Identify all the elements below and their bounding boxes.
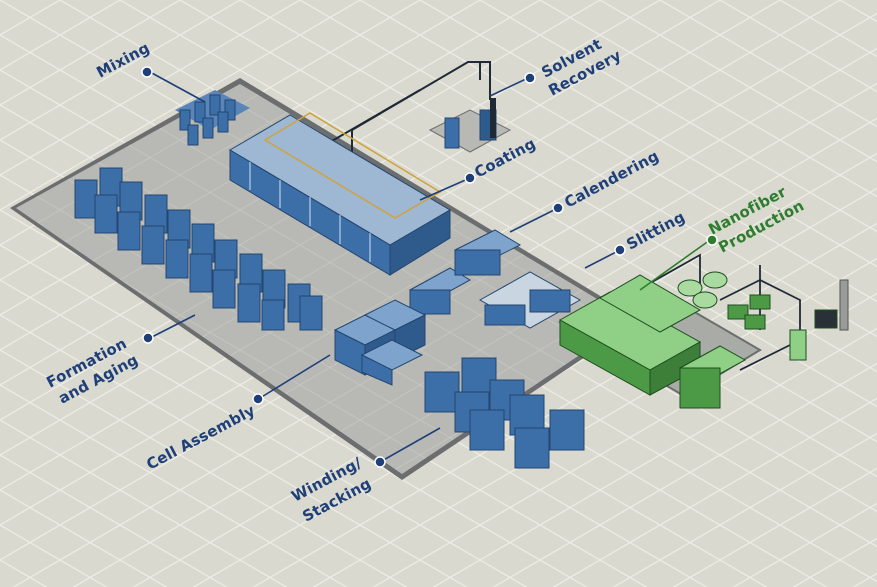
solvent-recovery-equipment [428,98,512,153]
mixing-equipment [175,90,250,146]
nanofiber-dot [706,234,718,246]
callout-line-nanofiber [639,239,711,291]
coating-line [229,112,451,276]
callout-dots [141,66,718,468]
slitting-equipment [408,229,582,329]
cell-assembly-units [333,299,427,386]
slitting-dot [614,244,626,256]
callout-lines [149,71,621,463]
solvent-dot [524,72,536,84]
winding-dot [374,456,386,468]
mixing-dot [141,66,153,78]
formation-racks [74,167,323,331]
formation-dot [142,332,154,344]
coating-dot [464,172,476,184]
nanofiber-equipment [558,271,849,409]
winding-machines [424,357,585,469]
calendering-dot [552,202,564,214]
cell-assembly-dot [252,393,264,405]
